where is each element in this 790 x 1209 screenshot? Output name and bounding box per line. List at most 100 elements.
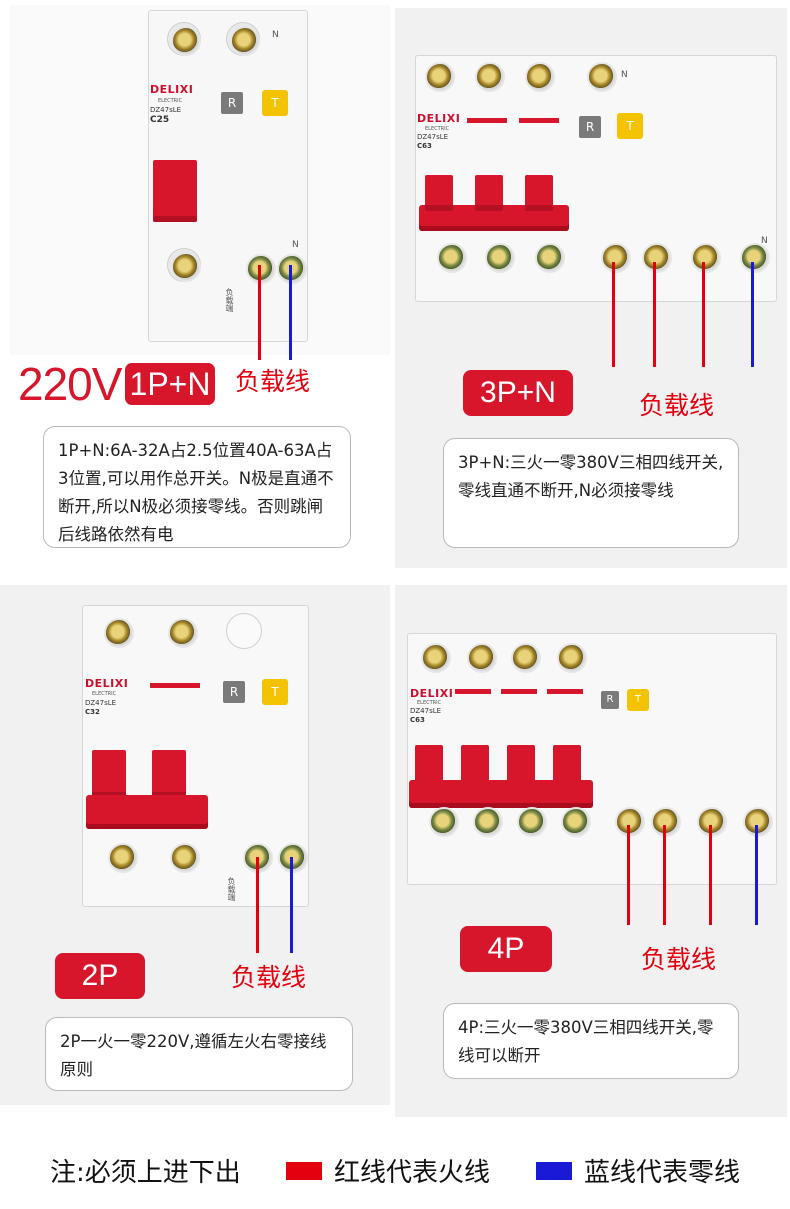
breaker-handle[interactable] — [409, 780, 593, 808]
red-swatch — [286, 1162, 322, 1180]
pole-strip — [519, 118, 559, 123]
terminal-screw — [535, 243, 565, 273]
neutral-wire — [751, 262, 754, 367]
n-mark: N — [621, 70, 628, 80]
load-side-text: 负载端 — [227, 877, 236, 901]
rating-text: C32 — [85, 708, 100, 716]
terminal-screw — [743, 807, 773, 837]
model-text: DZ47sLE — [410, 707, 442, 715]
terminal-screw — [697, 807, 727, 837]
live-wire — [612, 262, 615, 367]
brand-logo: DELIXI — [410, 687, 454, 700]
load-side-text: 负载端 — [225, 288, 234, 312]
load-wire-label: 负载线 — [235, 367, 311, 396]
neutral-wire — [755, 825, 758, 925]
brand-logo: DELIXI — [150, 83, 194, 96]
test-button[interactable]: T — [262, 90, 288, 116]
pole-strip — [467, 118, 507, 123]
terminal-screw — [587, 62, 617, 92]
terminal-screw — [108, 843, 138, 873]
terminal-screw — [429, 807, 459, 837]
pole-strip — [455, 689, 491, 694]
terminal-screw — [171, 252, 201, 282]
terminal-screw — [740, 243, 770, 273]
brand-sub: ELECTRIC — [158, 98, 183, 104]
note-box: 4P:三火一零380V三相四线开关,零线可以断开 — [443, 1003, 739, 1079]
load-wire-label: 负载线 — [639, 391, 715, 420]
rating-text: C63 — [410, 716, 425, 724]
note-box: 2P一火一零220V,遵循左火右零接线原则 — [45, 1017, 353, 1091]
terminal-screw — [246, 254, 276, 284]
test-button[interactable]: T — [617, 113, 643, 139]
terminal-screw — [561, 807, 591, 837]
pole-badge: 1P+N — [125, 363, 215, 405]
terminal-screw — [278, 843, 308, 873]
terminal-screw — [425, 62, 455, 92]
red-legend: 红线代表火线 — [334, 1158, 491, 1188]
test-button[interactable]: T — [262, 679, 288, 705]
brand-logo: DELIXI — [85, 677, 129, 690]
footer-note: 注:必须上进下出 — [50, 1158, 241, 1188]
terminal-screw — [601, 243, 631, 273]
terminal-screw — [168, 618, 198, 648]
neutral-wire — [289, 265, 292, 360]
test-button[interactable]: T — [627, 689, 649, 711]
panel-4p: DELIXI ELECTRIC DZ47sLE C63 R T 4P 负载线 4… — [395, 585, 790, 1117]
terminal-screw — [170, 843, 200, 873]
brand-logo: DELIXI — [417, 112, 461, 125]
indicator-window — [226, 613, 262, 649]
breaker-body — [407, 633, 777, 885]
n-mark: N — [272, 30, 279, 40]
live-wire — [663, 825, 666, 925]
n-mark: N — [761, 236, 768, 246]
breaker-handle[interactable] — [153, 160, 197, 222]
legend: 注:必须上进下出 红线代表火线 蓝线代表零线 — [0, 1130, 790, 1200]
pole-badge: 4P — [460, 926, 552, 972]
live-wire — [653, 262, 656, 367]
load-wire-label: 负载线 — [231, 963, 307, 992]
terminal-screw — [517, 807, 547, 837]
handle-lever — [475, 175, 503, 211]
terminal-screw — [230, 26, 260, 56]
note-box: 3P+N:三火一零380V三相四线开关,零线直通不断开,N必须接零线 — [443, 438, 739, 548]
live-wire — [258, 265, 261, 360]
pole-strip — [501, 689, 537, 694]
blue-legend: 蓝线代表零线 — [584, 1158, 741, 1188]
live-wire — [256, 857, 259, 953]
terminal-screw — [525, 62, 555, 92]
terminal-screw — [485, 243, 515, 273]
brand-sub: ELECTRIC — [425, 126, 450, 132]
live-wire — [702, 262, 705, 367]
pole-strip — [150, 683, 200, 688]
terminal-screw — [171, 26, 201, 56]
reset-button[interactable]: R — [601, 691, 619, 709]
terminal-screw — [277, 254, 307, 284]
reset-button[interactable]: R — [579, 116, 601, 138]
voltage-label: 220V — [18, 358, 122, 410]
rating-text: C25 — [150, 115, 170, 125]
panel-1p-n: N DELIXI ELECTRIC DZ47sLE C25 R T N 负载端 … — [0, 0, 395, 560]
live-wire — [709, 825, 712, 925]
terminal-screw — [467, 643, 497, 673]
terminal-screw — [615, 807, 645, 837]
blue-swatch — [536, 1162, 572, 1180]
terminal-screw — [473, 807, 503, 837]
pole-badge: 3P+N — [463, 370, 573, 416]
breaker-body — [415, 55, 777, 302]
live-wire — [627, 825, 630, 925]
reset-button[interactable]: R — [221, 92, 243, 114]
neutral-wire — [290, 857, 293, 953]
panel-2p: DELIXI ELECTRIC DZ47sLE C32 R T 负载端 2P 负… — [0, 585, 395, 1105]
model-text: DZ47sLE — [417, 133, 449, 141]
terminal-screw — [642, 243, 672, 273]
handle-lever — [425, 175, 453, 211]
n-mark: N — [292, 240, 299, 250]
breaker-handle[interactable] — [86, 795, 208, 829]
reset-button[interactable]: R — [223, 681, 245, 703]
rating-text: C63 — [417, 142, 432, 150]
terminal-screw — [437, 243, 467, 273]
pole-strip — [547, 689, 583, 694]
brand-sub: ELECTRIC — [417, 700, 442, 706]
handle-lever — [525, 175, 553, 211]
terminal-screw — [557, 643, 587, 673]
